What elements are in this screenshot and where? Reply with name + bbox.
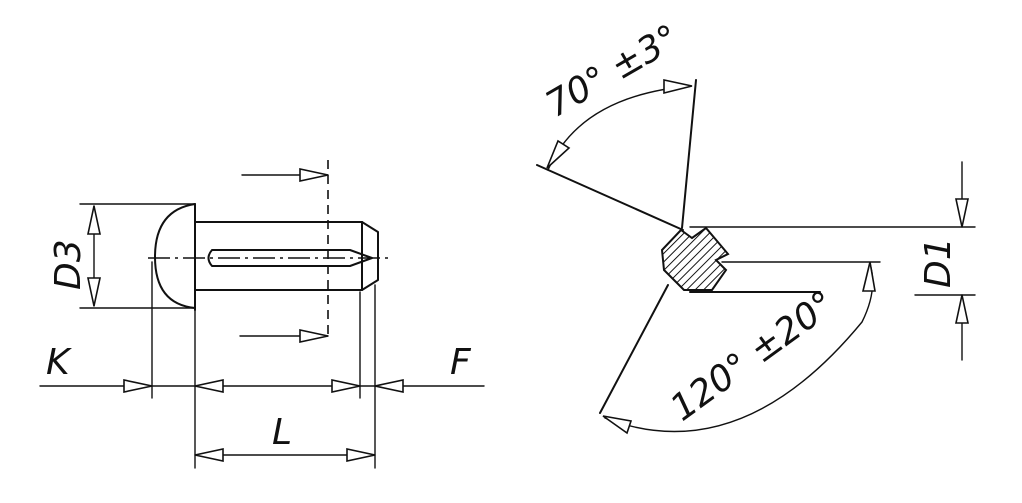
k-arrow-left (123, 379, 153, 393)
pin-side-view: D3 K F L (39, 160, 485, 469)
angle-70-label: 70° ±3° (539, 17, 686, 126)
k-label: K (46, 342, 72, 383)
d1-arrow-bottom (955, 294, 969, 324)
angle-70-arrow-bottom (546, 139, 571, 169)
angle-120-label: 120° ±20° (663, 283, 843, 429)
section-arrow-bottom (299, 329, 329, 343)
groove-flank-lower (599, 284, 669, 414)
d3-arrow-top (87, 205, 101, 235)
angle-120-arrow-bottom (602, 415, 633, 435)
f-arrow-right (374, 379, 404, 393)
d1-label: D1 (918, 237, 959, 288)
d1-arrow-top (955, 198, 969, 228)
l-arrow-right (346, 448, 376, 462)
pin-cross-section: 70° ±3° 120° ±20° D1 (536, 17, 976, 435)
f-arrow-left (331, 379, 361, 393)
section-arrow-top (299, 168, 329, 182)
groove-flank-upper (536, 164, 684, 231)
pin-groove (207, 249, 373, 267)
shank-chamfer-end (361, 221, 379, 291)
l-arrow-left (194, 448, 224, 462)
angle-70-arrow-top (663, 79, 693, 95)
groove-flank-steep (681, 79, 697, 229)
l-label: L (272, 412, 292, 453)
k-arrow-right (194, 379, 224, 393)
d3-arrow-bottom (87, 277, 101, 307)
d3-label: D3 (48, 239, 89, 290)
section-hatched-area (660, 226, 730, 291)
angle-120-arrow-top (861, 261, 876, 292)
f-label: F (450, 342, 472, 383)
pin-head-outline (154, 203, 196, 309)
